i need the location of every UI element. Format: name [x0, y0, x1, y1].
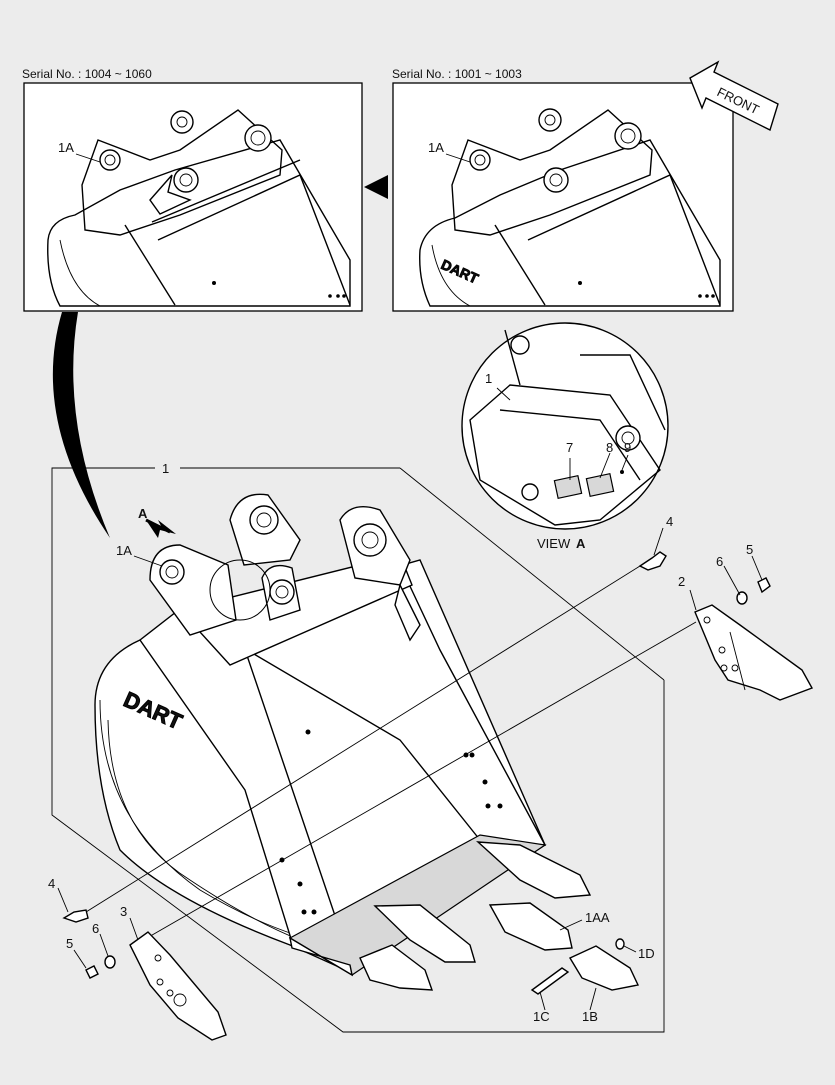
label-9: 9: [624, 440, 631, 455]
main-bucket-frame: 1: [51, 461, 665, 1033]
side-cutter-right: [638, 527, 814, 701]
label-5-top: 5: [746, 542, 753, 557]
label-2: 2: [678, 574, 685, 589]
label-1A-main: 1A: [116, 543, 132, 558]
arrow-letter: A: [138, 506, 148, 521]
side-cutter-left: [57, 887, 227, 1041]
label-1D: 1D: [638, 946, 655, 961]
inset-serial-1004-1060: Serial No. : 1004 ~ 1060 1A: [22, 67, 363, 312]
label-1C: 1C: [533, 1009, 550, 1024]
label-6-bot: 6: [92, 921, 99, 936]
label-1AA: 1AA: [585, 910, 610, 925]
label-3: 3: [120, 904, 127, 919]
label-8: 8: [606, 440, 613, 455]
label-4-bot: 4: [48, 876, 55, 891]
view-label: VIEW: [537, 536, 571, 551]
serial-label-right: Serial No. : 1001 ~ 1003: [392, 67, 522, 81]
label-1A-left: 1A: [58, 140, 74, 155]
tooth-exploded: [530, 919, 640, 1011]
view-letter: A: [576, 536, 586, 551]
view-a-detail: 1 7 8 9 VIEW A: [461, 322, 669, 551]
bucket-top-right-drawing: DART: [419, 108, 721, 307]
main-bucket-drawing: DART: [94, 493, 592, 991]
label-5-bot: 5: [66, 936, 73, 951]
view-a-pointer: A: [138, 506, 176, 538]
triangle-arrow-icon: [364, 175, 388, 199]
label-1B: 1B: [582, 1009, 598, 1024]
label-6-top: 6: [716, 554, 723, 569]
bucket-top-left-drawing: [47, 109, 351, 307]
connector-arrow: [52, 312, 110, 538]
serial-label-left: Serial No. : 1004 ~ 1060: [22, 67, 152, 81]
label-7: 7: [566, 440, 573, 455]
label-1-main: 1: [162, 461, 169, 476]
label-1-view: 1: [485, 371, 492, 386]
inset-serial-1001-1003: Serial No. : 1001 ~ 1003 DART 1A: [392, 67, 734, 312]
label-1A-right: 1A: [428, 140, 444, 155]
label-4-top: 4: [666, 514, 673, 529]
